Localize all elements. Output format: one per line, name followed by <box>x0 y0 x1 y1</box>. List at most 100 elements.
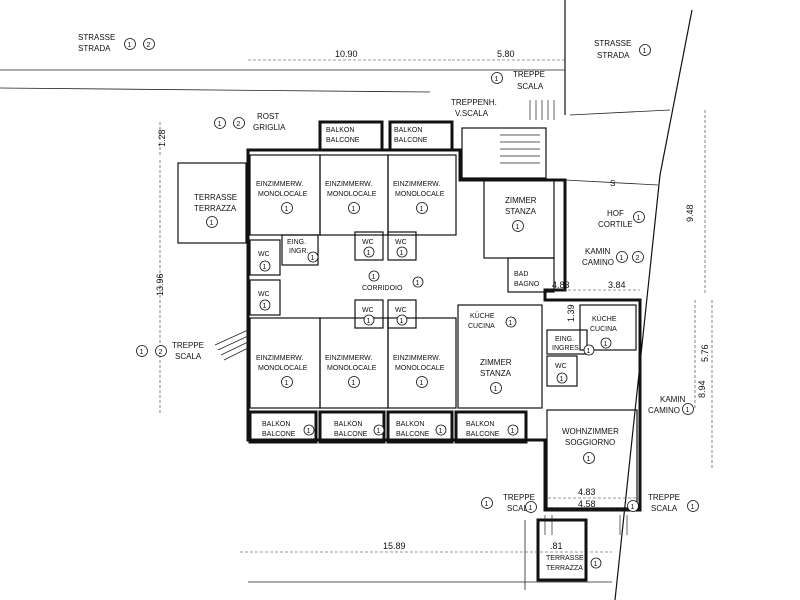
wc-bottom-b-label: WC 1 <box>395 307 408 326</box>
stairs-left <box>214 329 249 361</box>
fireplace-right-label: KAMIN CAMINO 1 <box>648 395 694 415</box>
svg-text:EINZIMMERW.: EINZIMMERW. <box>256 355 303 362</box>
svg-text:BALKON: BALKON <box>396 421 424 428</box>
balcony-bottom-1-label: BALKON BALCONE 1 <box>262 421 315 438</box>
wc-top-a-label: WC 1 <box>362 239 375 258</box>
svg-text:1: 1 <box>495 76 499 83</box>
svg-text:WOHNZIMMER: WOHNZIMMER <box>562 427 619 436</box>
stairwell-label: TREPPENH. V.SCALA <box>451 98 497 118</box>
svg-text:EING.: EING. <box>287 239 306 246</box>
svg-text:STRASSE: STRASSE <box>594 39 631 48</box>
svg-text:SCALA: SCALA <box>517 82 544 91</box>
svg-text:1: 1 <box>263 303 267 310</box>
svg-text:2: 2 <box>237 121 241 128</box>
balcony-top-a-label: BALKON BALCONE <box>326 127 360 144</box>
grill-label: 1 2 ROST GRIGLIA <box>214 112 286 132</box>
svg-text:BALKON: BALKON <box>394 127 422 134</box>
svg-text:2: 2 <box>147 42 151 49</box>
svg-text:1: 1 <box>372 274 376 281</box>
dim-4-83-bottom: 4.83 <box>578 487 596 497</box>
dim-5-76: 5.76 <box>700 344 710 362</box>
svg-text:EING.: EING. <box>555 336 574 343</box>
svg-text:BALCONE: BALCONE <box>396 431 430 438</box>
svg-text:1: 1 <box>604 341 608 348</box>
wc-mid-left-label: WC 1 <box>258 291 271 311</box>
svg-text:EINZIMMERW.: EINZIMMERW. <box>325 181 372 188</box>
svg-text:TREPPE: TREPPE <box>172 341 204 350</box>
svg-text:1: 1 <box>311 255 315 262</box>
studio-5-label: EINZIMMERW. MONOLOCALE 1 <box>325 355 377 388</box>
dim-15-89: 15.89 <box>383 541 406 551</box>
svg-text:MONOLOCALE: MONOLOCALE <box>327 191 377 198</box>
svg-text:BAGNO: BAGNO <box>514 281 540 288</box>
svg-text:1: 1 <box>285 206 289 213</box>
svg-text:1: 1 <box>620 255 624 262</box>
living-label: WOHNZIMMER SOGGIORNO 1 <box>562 427 619 464</box>
svg-text:1: 1 <box>400 318 404 325</box>
svg-text:1: 1 <box>416 280 420 287</box>
svg-text:EINZIMMERW.: EINZIMMERW. <box>325 355 372 362</box>
svg-text:EINZIMMERW.: EINZIMMERW. <box>393 355 440 362</box>
svg-text:SCALA: SCALA <box>507 504 534 513</box>
wc-bottom-a-label: WC 1 <box>362 307 375 326</box>
svg-text:WC: WC <box>258 251 270 258</box>
dim-81: .81 <box>550 541 563 551</box>
dim-1-28: 1.28 <box>157 129 167 147</box>
svg-text:BALKON: BALKON <box>334 421 362 428</box>
dim-10-90: 10.90 <box>335 49 358 59</box>
svg-text:GRIGLIA: GRIGLIA <box>253 123 286 132</box>
svg-text:BALCONE: BALCONE <box>394 137 428 144</box>
stairs-bottom <box>544 515 628 535</box>
svg-text:SOGGIORNO: SOGGIORNO <box>565 438 615 447</box>
svg-text:EINZIMMERW.: EINZIMMERW. <box>256 181 303 188</box>
svg-text:CAMINO: CAMINO <box>648 406 680 415</box>
svg-text:BALKON: BALKON <box>326 127 354 134</box>
svg-text:WC: WC <box>362 307 374 314</box>
svg-text:1: 1 <box>509 320 513 327</box>
svg-text:BALCONE: BALCONE <box>334 431 368 438</box>
svg-text:1: 1 <box>511 428 515 435</box>
studio-4-label: EINZIMMERW. MONOLOCALE 1 <box>256 355 308 388</box>
svg-text:CUCINA: CUCINA <box>590 326 617 333</box>
kitchen-right-label: KÜCHE CUCINA 1 <box>590 315 617 349</box>
balcony-bottom-2-label: BALKON BALCONE 1 <box>334 421 385 438</box>
svg-text:CUCINA: CUCINA <box>468 323 495 330</box>
svg-text:TERRASSE: TERRASSE <box>194 193 237 202</box>
svg-text:STRASSE: STRASSE <box>78 33 115 42</box>
svg-text:1: 1 <box>263 264 267 271</box>
svg-text:BALCONE: BALCONE <box>466 431 500 438</box>
balcony-bottom-4-label: BALKON BALCONE 1 <box>466 421 519 438</box>
studio-1-label: EINZIMMERW. MONOLOCALE 1 <box>256 181 308 214</box>
bath-label: BAD BAGNO <box>514 271 540 288</box>
yard-label: HOF CORTILE 1 <box>598 209 645 229</box>
svg-text:WC: WC <box>395 239 407 246</box>
svg-text:WC: WC <box>555 363 567 370</box>
svg-text:2: 2 <box>636 255 640 262</box>
svg-text:STRADA: STRADA <box>78 44 111 53</box>
street-right-label: STRASSE STRADA 1 <box>594 39 651 60</box>
svg-text:KAMIN: KAMIN <box>585 247 611 256</box>
street-left-label: STRASSE STRADA 1 2 <box>78 33 155 53</box>
svg-text:1: 1 <box>587 456 591 463</box>
balcony-bottom-3-label: BALKON BALCONE 1 <box>396 421 447 438</box>
svg-text:1: 1 <box>691 504 695 511</box>
svg-text:ZIMMER: ZIMMER <box>505 196 537 205</box>
svg-text:TERRAZZA: TERRAZZA <box>546 565 583 572</box>
entrance-label: EING. INGR. 1 <box>287 239 319 263</box>
fireplace-top-label: KAMIN CAMINO 1 2 <box>582 247 644 267</box>
svg-text:TERRASSE: TERRASSE <box>546 555 584 562</box>
dim-13-96: 13.96 <box>155 273 165 296</box>
svg-text:WC: WC <box>395 307 407 314</box>
studio-2-label: EINZIMMERW. MONOLOCALE 1 <box>325 181 377 214</box>
svg-text:1: 1 <box>352 206 356 213</box>
svg-text:TREPPE: TREPPE <box>503 493 535 502</box>
dim-9-48: 9.48 <box>685 204 695 222</box>
svg-text:1: 1 <box>516 224 520 231</box>
corridor-label: 1 CORRIDOIO 1 <box>362 270 424 292</box>
svg-text:BALCONE: BALCONE <box>262 431 296 438</box>
stairs-top <box>500 100 555 164</box>
svg-text:SCALA: SCALA <box>175 352 202 361</box>
svg-text:SCALA: SCALA <box>651 504 678 513</box>
svg-text:CAMINO: CAMINO <box>582 258 614 267</box>
svg-text:1: 1 <box>560 376 564 383</box>
